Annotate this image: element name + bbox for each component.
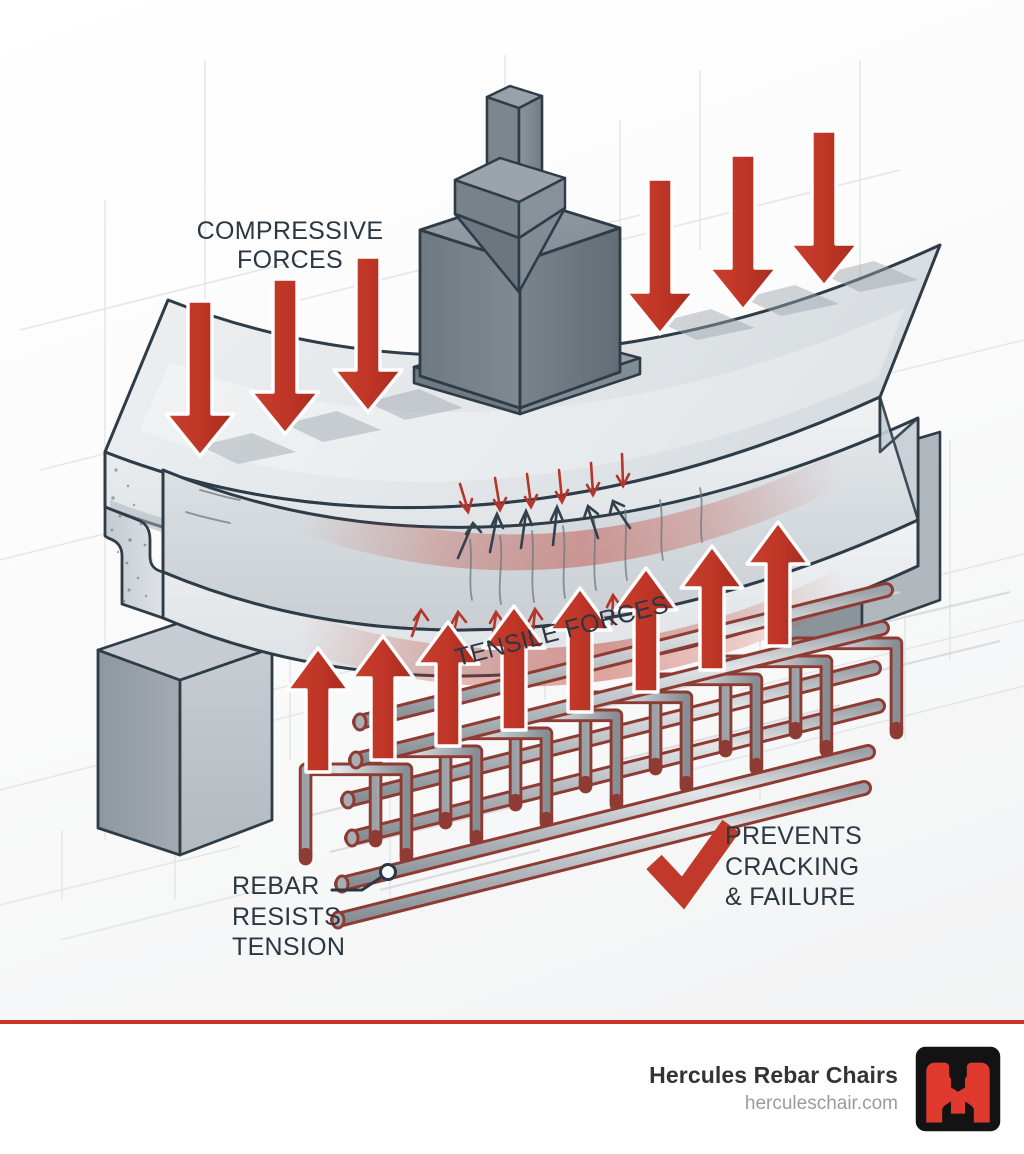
hercules-rebar-chairs-logo[interactable] (914, 1045, 1002, 1133)
compression-arrow-shadows (200, 261, 918, 464)
callout-leader-line (330, 863, 397, 892)
compression-micro-arrows (458, 452, 631, 515)
compressive-forces-label: COMPRESSIVE FORCES (196, 217, 384, 274)
beam-right-end (878, 395, 920, 568)
prevents-cracking-label: PREVENTS CRACKING & FAILURE (725, 822, 863, 911)
check-icon (646, 819, 740, 910)
footer-bar: Hercules Rebar Chairs herculeschair.com (0, 1024, 1024, 1154)
brand-url[interactable]: herculeschair.com (744, 1093, 898, 1115)
press-assembly (412, 84, 642, 416)
neutral-axis-arrows (456, 499, 632, 560)
callouts-layer (330, 819, 740, 910)
rebar-end-caps (330, 712, 368, 930)
compression-stress-zone (300, 452, 840, 571)
crack-marks (185, 487, 703, 605)
press-down-arrow-icon (453, 84, 567, 294)
red-divider (0, 1020, 1024, 1024)
footer-text-group: Hercules Rebar Chairs herculeschair.com (649, 1061, 898, 1116)
illustration-stage: COMPRESSIVE FORCES TENSILE FORCES REBAR … (0, 0, 1024, 1022)
beam-cut-end (103, 450, 165, 620)
compression-arrows (164, 129, 918, 464)
rebar-resists-tension-label: REBAR RESISTS TENSION (232, 872, 346, 961)
brand-name: Hercules Rebar Chairs (649, 1062, 898, 1089)
